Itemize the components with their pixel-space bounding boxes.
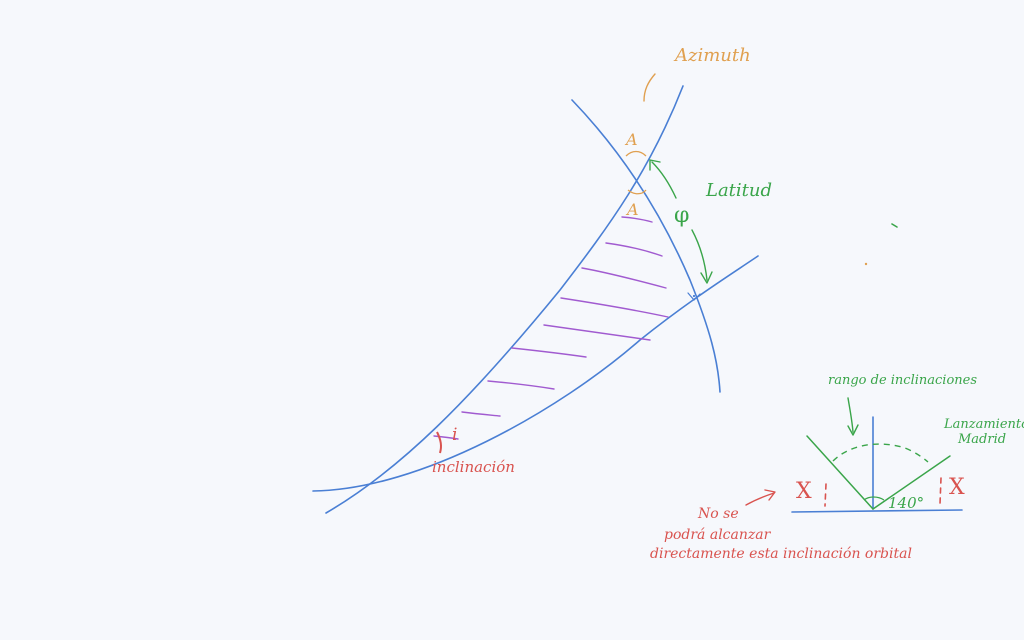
inclination-symbol: i [452, 425, 457, 445]
note-line3: directamente esta inclinación orbital [650, 546, 912, 562]
note-arrowhead [764, 489, 776, 501]
range-arrowhead [847, 424, 859, 436]
latitude-label: Latitud [705, 180, 772, 201]
horizon-line [791, 509, 963, 513]
inclination-range-sketch: rango de inclinaciones Lanzamiento Madri… [650, 373, 1024, 562]
latitude-arrow-top [651, 161, 677, 199]
excluded-left-mark: X [796, 479, 812, 504]
right-angle-dot [692, 294, 696, 298]
orbit-lines [312, 85, 759, 514]
hatch-line [621, 216, 653, 223]
hatch-line [581, 267, 667, 289]
latitude-group: Latitud φ [649, 159, 898, 284]
launch-site-line1: Lanzamiento [943, 417, 1024, 432]
azimuth-pointer [643, 73, 656, 102]
latitude-arrow-bottom [691, 229, 708, 281]
azimuth-angle-bottom-label: A [625, 200, 639, 219]
latitude-symbol: φ [674, 203, 689, 228]
excluded-right-mark: X [949, 475, 965, 500]
fan-line-left [806, 435, 874, 510]
note-line2: podrá alcanzar [664, 527, 772, 543]
inclination-label: inclinación [432, 458, 515, 476]
green-tick-mark [891, 223, 898, 228]
fan-line-right [872, 455, 951, 510]
azimuth-group: Azimuth A A [624, 45, 868, 266]
note-line1: No se [697, 506, 739, 522]
hatch-line [560, 297, 669, 318]
hatch-line [511, 347, 587, 358]
excluded-right-dash [939, 477, 942, 505]
latitude-arrowhead-bottom [700, 271, 713, 284]
note-arrow [745, 492, 775, 506]
range-arrow [847, 397, 854, 433]
inclination-arc [436, 431, 442, 454]
equator-curve [312, 255, 759, 492]
orange-dot [864, 262, 868, 266]
hatch-line [543, 324, 651, 341]
hatch-line [487, 380, 555, 390]
azimuth-arc-bottom [627, 189, 647, 195]
hatch-line [605, 242, 663, 257]
right-angle-marker [687, 292, 701, 301]
orbit-track-curve [325, 85, 684, 514]
azimuth-arc-top [625, 150, 647, 157]
hatching [433, 216, 669, 440]
launch-site-line2: Madrid [957, 432, 1006, 447]
range-arc [832, 443, 929, 463]
angle-value: 140° [888, 494, 924, 512]
latitude-arrowhead-top [649, 159, 661, 171]
hatch-line [433, 435, 459, 440]
range-label: rango de inclinaciones [828, 373, 977, 388]
inclination-group: i inclinación [432, 425, 515, 476]
hatch-line [461, 411, 501, 417]
angle-arc [863, 496, 885, 501]
azimuth-angle-top-label: A [624, 130, 638, 149]
excluded-left-dash [824, 483, 827, 507]
meridian-curve [571, 99, 721, 393]
azimuth-label: Azimuth [673, 45, 751, 66]
